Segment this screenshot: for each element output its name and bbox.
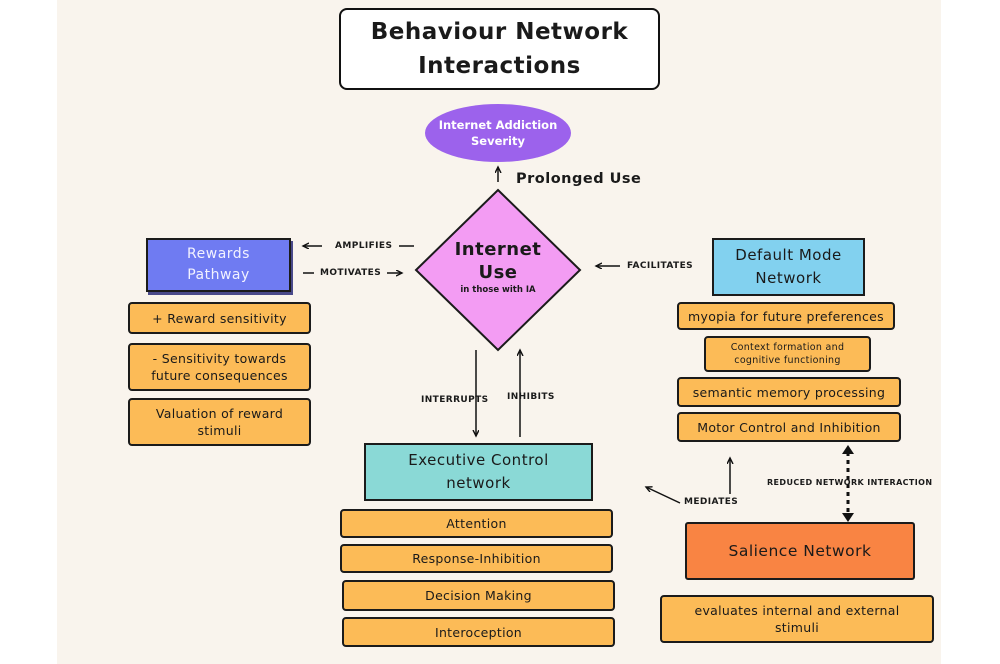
ia-severity-line-1: Internet Addiction [438, 118, 558, 132]
rewards-title-line-2: Pathway [187, 267, 250, 283]
rewards-item: Valuation of reward stimuli [128, 398, 311, 446]
ia-severity-node: Internet Addiction Severity [425, 104, 571, 162]
title-line-2: Interactions [418, 53, 581, 79]
ecn-title-line-1: Executive Control [408, 451, 549, 469]
reduced-interaction-arrowhead-up [842, 445, 854, 454]
ecn-item: Response-Inhibition [340, 544, 613, 573]
dmn-item: semantic memory processing [677, 377, 901, 407]
rewards-item-line-2: stimuli [197, 423, 242, 438]
dmn-item: Context formation and cognitive function… [704, 336, 871, 372]
rewards-item: - Sensitivity towards future consequence… [128, 343, 311, 391]
rewards-item-text: + Reward sensitivity [152, 310, 287, 326]
mediates-label: MEDIATES [684, 497, 739, 507]
rewards-item-line-1: - Sensitivity towards [152, 351, 287, 366]
ecn-item-text: Decision Making [425, 588, 532, 603]
ecn-item: Attention [340, 509, 613, 538]
internet-use-line-1: Internet [454, 239, 542, 260]
dmn-item-text: Motor Control and Inhibition [697, 419, 881, 435]
amplifies-label: AMPLIFIES [335, 241, 393, 251]
diagram-title: Behaviour Network Interactions [339, 8, 660, 90]
ecn-title-line-2: network [446, 474, 511, 492]
dmn-item-text: semantic memory processing [692, 384, 886, 400]
rewards-item-line-1: Valuation of reward [155, 406, 284, 421]
rewards-pathway-node: Rewards Pathway [146, 238, 291, 292]
default-mode-network-node: Default Mode Network [712, 238, 865, 296]
reduced-interaction-arrowhead-down [842, 513, 854, 522]
interrupts-label: INTERRUPTS [421, 395, 489, 405]
dmn-title-line-2: Network [755, 269, 822, 287]
dmn-item-text: myopia for future preferences [688, 308, 884, 324]
inhibits-label: INHIBITS [507, 392, 555, 402]
title-line-1: Behaviour Network [370, 19, 629, 45]
dmn-item: myopia for future preferences [677, 302, 895, 330]
internet-use-diamond [414, 188, 582, 352]
facilitates-label: FACILITATES [627, 261, 693, 271]
ecn-item-text: Interoception [434, 624, 523, 640]
executive-control-network-node: Executive Control network [364, 443, 593, 501]
ecn-item: Decision Making [342, 580, 615, 611]
internet-use-line-2: Use [478, 262, 518, 283]
salience-item-line-2: stimuli [774, 620, 819, 635]
rewards-item-line-2: future consequences [151, 368, 288, 383]
salience-item: evaluates internal and external stimuli [660, 595, 934, 643]
salience-title: Salience Network [728, 542, 872, 560]
rewards-title-line-1: Rewards [187, 246, 250, 262]
dmn-item-line-1: Context formation and [730, 342, 845, 353]
ecn-item-text: Attention [446, 516, 507, 531]
dmn-item-line-2: cognitive functioning [734, 355, 841, 366]
ecn-item: Interoception [342, 617, 615, 647]
rewards-item: + Reward sensitivity [128, 302, 311, 334]
salience-network-node: Salience Network [685, 522, 915, 580]
reduced-interaction-label: REDUCED NETWORK INTERACTION [767, 478, 933, 487]
ia-severity-line-2: Severity [470, 134, 525, 148]
motivates-label: MOTIVATES [320, 268, 382, 278]
salience-item-line-1: evaluates internal and external [694, 603, 900, 618]
ecn-item-text: Response-Inhibition [412, 551, 541, 566]
mediates-arrow [646, 487, 681, 504]
dmn-title-line-1: Default Mode [735, 246, 842, 264]
dmn-item: Motor Control and Inhibition [677, 412, 901, 442]
internet-use-subtitle: in those with IA [460, 285, 536, 295]
internet-use-label: Internet Use in those with IA [428, 238, 568, 296]
prolonged-use-label: Prolonged Use [516, 171, 642, 187]
